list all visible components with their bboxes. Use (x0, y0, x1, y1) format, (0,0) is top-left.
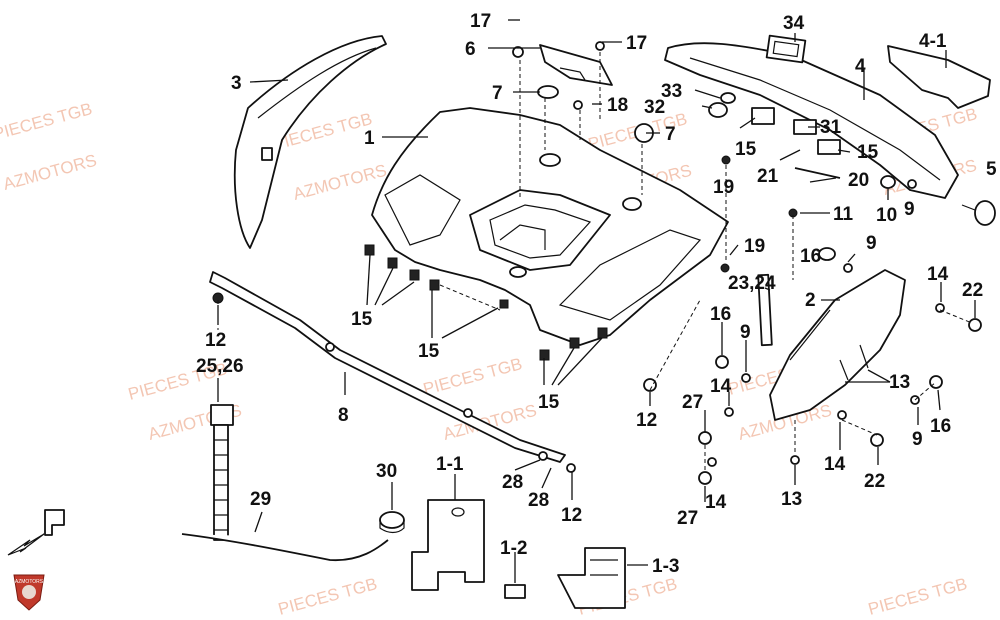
part-2-side-panel (757, 269, 906, 421)
part-4-1-plate (887, 45, 991, 109)
callout-27-top: 27 (682, 392, 703, 413)
part-3-side-panel (233, 35, 387, 249)
part-1-rear-fender (364, 107, 729, 361)
callout-21: 21 (757, 166, 779, 187)
callout-17-top: 17 (470, 11, 491, 32)
callout-22-top: 22 (962, 280, 983, 301)
watermark-az: AZMOTORS (1, 151, 99, 194)
right-hardware (512, 41, 917, 273)
callout-32: 32 (644, 97, 665, 118)
callout-8: 8 (338, 405, 349, 426)
callout-12-right: 12 (636, 410, 657, 431)
callout-15-lower: 15 (538, 392, 560, 413)
callout-1: 1 (364, 128, 375, 149)
callout-29: 29 (250, 489, 271, 510)
callout-4-1: 4-1 (919, 31, 947, 52)
callout-5: 5 (986, 159, 997, 180)
azmotors-logo: AZMOTORS (13, 574, 45, 611)
callout-15-center: 15 (418, 341, 440, 362)
part-30-clip (379, 511, 405, 534)
part-25-26-strap (210, 404, 234, 541)
part-1-3-sticker (557, 547, 626, 609)
part-34-reflector (765, 34, 807, 64)
callout-15-mid: 15 (735, 139, 757, 160)
logo-text: AZMOTORS (15, 579, 44, 585)
callout-16-top: 16 (800, 246, 821, 267)
callout-10: 10 (876, 205, 897, 226)
callout-27-bottom: 27 (677, 508, 698, 529)
part-1-2-label (504, 584, 526, 599)
callout-14-bottom: 14 (824, 454, 846, 475)
callout-15-right: 15 (857, 142, 879, 163)
callout-16-bottom: 16 (930, 416, 951, 437)
callout-14-low: 14 (705, 492, 727, 513)
callout-13-bottom: 13 (781, 489, 802, 510)
callout-7-right: 7 (665, 124, 676, 145)
callout-25-26: 25,26 (196, 356, 244, 377)
callout-18: 18 (607, 95, 628, 116)
callout-14-left: 14 (710, 376, 732, 397)
callout-23-24: 23,24 (728, 273, 776, 294)
callout-13-right: 13 (889, 372, 910, 393)
callout-7-left: 7 (492, 83, 503, 104)
part-8-rod (209, 271, 576, 473)
callout-15-left: 15 (351, 309, 373, 330)
part-29-cable (181, 533, 389, 562)
callout-28-left: 28 (502, 472, 523, 493)
callout-30: 30 (376, 461, 397, 482)
front-arrow-symbol (7, 509, 65, 556)
callout-14-right: 14 (927, 264, 949, 285)
callout-labels: 3 1 17 6 7 18 17 7 33 32 34 4 4-1 5 15 3… (196, 11, 997, 577)
callout-9-top: 9 (904, 199, 915, 220)
part-5-cap (961, 200, 996, 226)
leader-lines (217, 19, 976, 583)
callout-11: 11 (833, 204, 854, 225)
callout-9-left: 9 (740, 322, 751, 343)
callout-9-mid: 9 (866, 233, 877, 254)
callout-4: 4 (855, 56, 866, 77)
callout-31: 31 (820, 117, 842, 138)
callout-17-right: 17 (626, 33, 647, 54)
alignment-lines (217, 52, 973, 470)
callout-1-2: 1-2 (500, 538, 527, 559)
callout-1-1: 1-1 (436, 454, 464, 475)
callout-1-3: 1-3 (652, 556, 679, 577)
callout-19-mid: 19 (744, 236, 765, 257)
part-1-1-plate (411, 499, 485, 591)
watermark-tgb: PIECES TGB (276, 574, 379, 619)
callout-12-bottom: 12 (561, 505, 582, 526)
callout-9-bottom: 9 (912, 429, 923, 450)
part-6-bracket (539, 44, 613, 86)
watermark-tgb: PIECES TGB (866, 574, 969, 619)
callout-3: 3 (231, 73, 242, 94)
callout-16-left: 16 (710, 304, 731, 325)
watermark-az: AZMOTORS (291, 161, 389, 204)
callout-2: 2 (805, 290, 816, 311)
callout-20: 20 (848, 170, 869, 191)
callout-33: 33 (661, 81, 682, 102)
callout-6: 6 (465, 39, 476, 60)
watermark-tgb: PIECES TGB (0, 99, 94, 144)
callout-22-bottom: 22 (864, 471, 885, 492)
callout-12-left: 12 (205, 330, 226, 351)
callout-34: 34 (783, 13, 805, 34)
callout-28-right: 28 (528, 490, 549, 511)
callout-19-top: 19 (713, 177, 734, 198)
